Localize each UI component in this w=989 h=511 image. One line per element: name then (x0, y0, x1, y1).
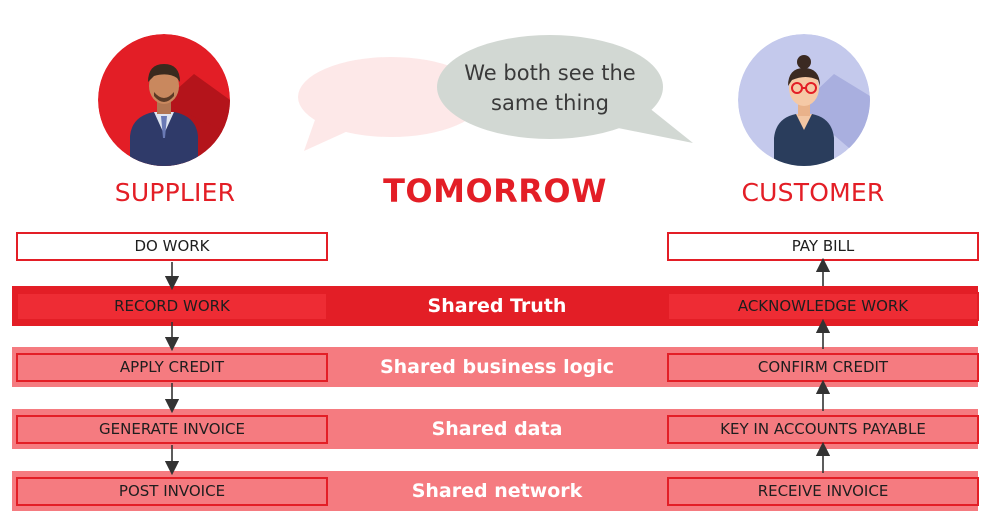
customer-avatar (738, 34, 870, 166)
layer-label: Shared network (411, 480, 583, 502)
headline-tomorrow: TOMORROW (383, 172, 607, 210)
supplier-step: POST INVOICE (16, 477, 328, 506)
supplier-avatar (98, 34, 230, 166)
layer-label: Shared data (431, 418, 563, 440)
layer-label: Shared Truth (427, 295, 567, 317)
supplier-step: GENERATE INVOICE (16, 415, 328, 444)
customer-label: CUSTOMER (741, 178, 885, 207)
customer-step: ACKNOWLEDGE WORK (667, 292, 979, 321)
supplier-label: SUPPLIER (114, 178, 236, 207)
supplier-step: DO WORK (16, 232, 328, 261)
layer-label: Shared business logic (379, 356, 615, 378)
faded-speech-bubble (298, 57, 484, 151)
customer-step: RECEIVE INVOICE (667, 477, 979, 506)
supplier-step: RECORD WORK (16, 292, 328, 321)
speech-bubble (437, 35, 693, 143)
speech-bubble-text: We both see the same thing (464, 61, 636, 115)
supplier-step: APPLY CREDIT (16, 353, 328, 382)
